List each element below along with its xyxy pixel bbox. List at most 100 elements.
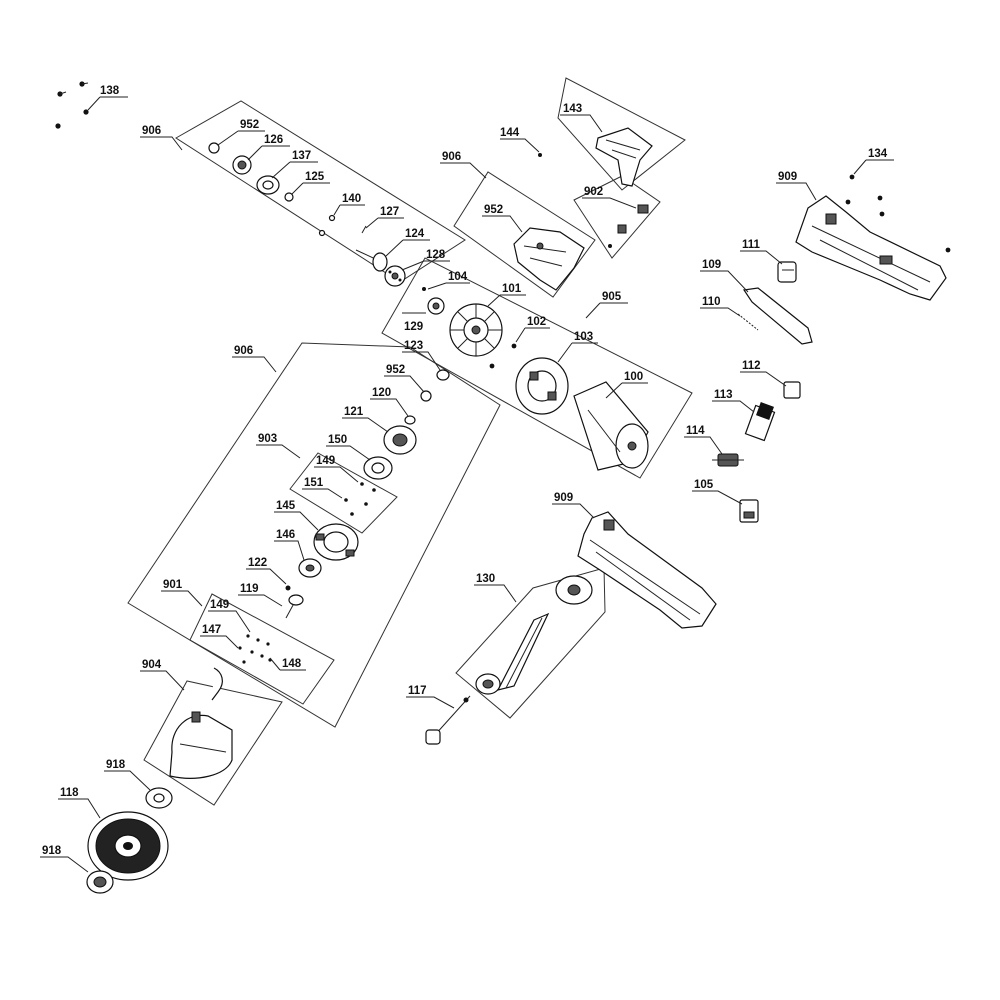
group-outline-906-middle bbox=[453, 171, 596, 298]
label-140: 140 bbox=[342, 193, 361, 205]
label-137: 137 bbox=[292, 150, 311, 162]
label-149-a: 149 bbox=[316, 455, 335, 467]
group-outline-901 bbox=[189, 593, 335, 705]
label-122: 122 bbox=[248, 557, 267, 569]
part-122 bbox=[285, 585, 291, 591]
part-124-spindle bbox=[355, 249, 388, 272]
part-117-extension bbox=[425, 695, 471, 745]
part-105 bbox=[739, 499, 759, 523]
part-102-screws bbox=[489, 343, 517, 369]
part-100-motor bbox=[573, 381, 649, 471]
label-903: 903 bbox=[258, 433, 277, 445]
part-902 bbox=[608, 204, 649, 248]
part-109-switch-rod bbox=[742, 287, 813, 345]
label-905: 905 bbox=[602, 291, 622, 303]
screws-134 bbox=[845, 174, 951, 253]
label-145: 145 bbox=[276, 500, 296, 512]
label-906-b: 906 bbox=[442, 151, 461, 163]
part-114 bbox=[712, 453, 744, 467]
part-137-ring bbox=[256, 175, 280, 195]
label-128: 128 bbox=[426, 249, 446, 261]
group-outline-130 bbox=[455, 567, 606, 719]
part-140 bbox=[318, 214, 336, 237]
label-123: 123 bbox=[404, 340, 423, 352]
part-101-fan bbox=[449, 303, 503, 357]
part-130-side-handle bbox=[475, 575, 593, 695]
part-110-spring bbox=[737, 313, 759, 331]
part-123-circlip bbox=[436, 369, 450, 381]
part-909-housing-top bbox=[795, 195, 947, 301]
part-952-a bbox=[208, 142, 220, 154]
label-109: 109 bbox=[702, 259, 721, 271]
label-114: 114 bbox=[686, 425, 705, 437]
label-118: 118 bbox=[60, 787, 79, 799]
label-147: 147 bbox=[202, 624, 221, 636]
label-904: 904 bbox=[142, 659, 162, 671]
part-104 bbox=[422, 287, 426, 291]
part-111 bbox=[777, 261, 797, 283]
label-918-b: 918 bbox=[42, 845, 62, 857]
part-119-spindle bbox=[285, 594, 304, 619]
part-144-screw bbox=[538, 153, 542, 157]
group-outline-906-top bbox=[175, 100, 466, 283]
part-112 bbox=[783, 381, 801, 399]
label-909-a: 909 bbox=[778, 171, 797, 183]
label-127: 127 bbox=[380, 206, 399, 218]
label-144: 144 bbox=[500, 127, 520, 139]
leader-lines bbox=[40, 96, 894, 873]
group-outline-903 bbox=[289, 452, 398, 534]
label-906-c: 906 bbox=[234, 345, 253, 357]
label-124: 124 bbox=[405, 228, 425, 240]
label-111: 111 bbox=[742, 239, 761, 251]
group-outline-905 bbox=[381, 257, 693, 479]
label-129: 129 bbox=[404, 321, 423, 333]
label-918-a: 918 bbox=[106, 759, 126, 771]
part-145-gear-housing bbox=[313, 523, 359, 561]
label-102: 102 bbox=[527, 316, 546, 328]
label-906-a: 906 bbox=[142, 125, 161, 137]
part-150-plate bbox=[363, 456, 393, 480]
part-146-bearing bbox=[298, 558, 322, 578]
label-110: 110 bbox=[702, 296, 721, 308]
group-outline-904 bbox=[143, 680, 283, 806]
group-outline-902 bbox=[573, 175, 661, 259]
label-117: 117 bbox=[408, 685, 427, 697]
part-128-gear bbox=[384, 265, 406, 287]
label-902: 902 bbox=[584, 186, 603, 198]
label-112: 112 bbox=[742, 360, 761, 372]
label-105: 105 bbox=[694, 479, 714, 491]
part-952-gear-housing bbox=[513, 227, 585, 291]
label-149-b: 149 bbox=[210, 599, 229, 611]
part-909-housing-lower bbox=[577, 511, 717, 629]
label-143: 143 bbox=[563, 103, 582, 115]
label-151: 151 bbox=[304, 477, 324, 489]
label-146: 146 bbox=[276, 529, 295, 541]
label-125: 125 bbox=[305, 171, 325, 183]
part-120 bbox=[404, 415, 416, 425]
label-952-b: 952 bbox=[484, 204, 503, 216]
part-952-c bbox=[420, 390, 432, 402]
label-952-c: 952 bbox=[386, 364, 405, 376]
label-103: 103 bbox=[574, 331, 593, 343]
part-129-bearing bbox=[427, 297, 445, 315]
label-138: 138 bbox=[100, 85, 120, 97]
label-100: 100 bbox=[624, 371, 643, 383]
part-918-flange-a bbox=[145, 787, 173, 809]
screws-903 bbox=[344, 482, 376, 516]
label-119: 119 bbox=[240, 583, 259, 595]
part-113 bbox=[744, 402, 776, 442]
part-127-key bbox=[361, 225, 367, 234]
label-120: 120 bbox=[372, 387, 391, 399]
label-121: 121 bbox=[344, 406, 364, 418]
label-909-b: 909 bbox=[554, 492, 573, 504]
label-901: 901 bbox=[163, 579, 183, 591]
group-outline-143 bbox=[557, 77, 686, 191]
label-150: 150 bbox=[328, 434, 347, 446]
label-113: 113 bbox=[714, 389, 733, 401]
label-104: 104 bbox=[448, 271, 468, 283]
screws-901 bbox=[238, 634, 272, 664]
part-143-cover bbox=[595, 127, 653, 187]
part-121-gear bbox=[383, 425, 417, 455]
label-101: 101 bbox=[502, 283, 522, 295]
